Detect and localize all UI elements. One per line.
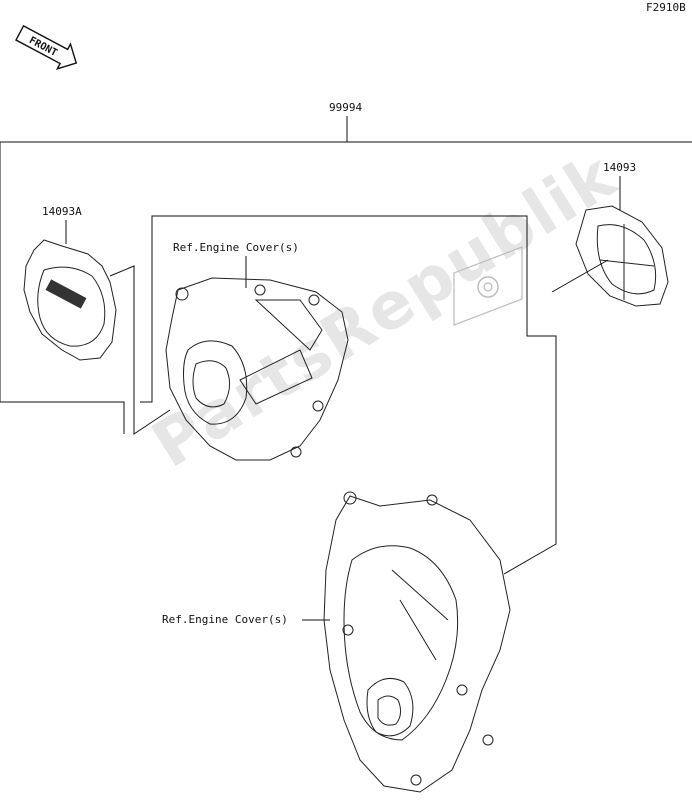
cover-14093 — [551, 176, 669, 307]
callout-14093: 14093 — [603, 161, 637, 174]
figure-code: F2910B — [646, 1, 686, 14]
inner-bracket — [109, 215, 541, 435]
callout-99994: 99994 — [329, 101, 363, 114]
leader-lower — [503, 335, 557, 575]
gear-icon — [453, 246, 523, 326]
engine-cover-upper — [165, 256, 349, 461]
callout-ref-engine-cover-lower: Ref.Engine Cover(s) — [162, 613, 288, 626]
cover-14093a — [23, 220, 117, 361]
callout-ref-engine-cover-upper: Ref.Engine Cover(s) — [173, 241, 299, 254]
engine-cover-lower — [302, 491, 511, 793]
callout-14093a: 14093A — [42, 205, 82, 218]
kit-bracket — [0, 116, 692, 434]
front-arrow-icon: FRONT — [15, 24, 78, 70]
